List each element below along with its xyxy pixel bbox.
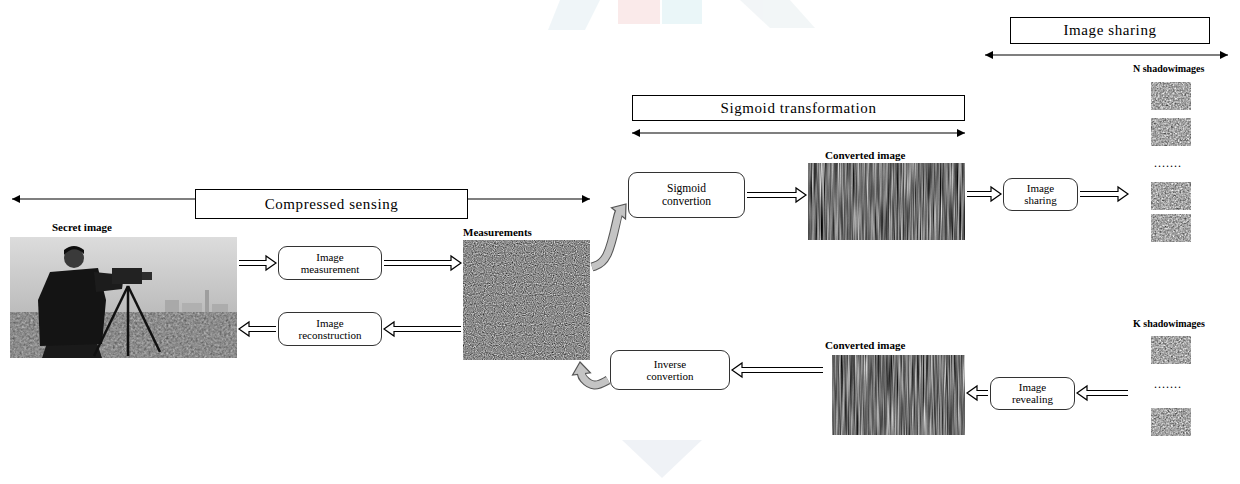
- label-anchor: .......: [1154, 377, 1182, 392]
- arrow-body: [1080, 192, 1120, 196]
- flow-arrow: [967, 187, 1001, 201]
- process-label: Image sharing: [1016, 182, 1066, 206]
- flow-arrow: [573, 362, 608, 385]
- flow-arrow: [592, 204, 626, 267]
- flow-arrow: [1077, 386, 1128, 400]
- photo-tripod-leg: [94, 286, 128, 356]
- shadow-square: [1151, 182, 1191, 210]
- ellipsis-label: .......: [1154, 156, 1182, 171]
- image-caption: K shadowimages: [1133, 318, 1225, 330]
- process-box: Image revealing: [990, 377, 1075, 410]
- measurement-image: Measurements: [463, 226, 590, 360]
- image-caption: Secret image: [52, 221, 237, 234]
- arrow-body: [592, 212, 619, 267]
- photo-tower: [205, 290, 209, 313]
- shadow-image-group: N shadowimages: [1130, 63, 1225, 243]
- flow-arrow: [732, 363, 823, 377]
- process-label: Image revealing: [1005, 381, 1061, 405]
- process-label: Image reconstruction: [293, 317, 367, 341]
- photo-building: [212, 304, 228, 313]
- section-title: Compressed sensing: [265, 196, 399, 213]
- section-header: Sigmoid transformation: [632, 95, 965, 121]
- shadow-square: [1151, 336, 1191, 364]
- process-box: Image sharing: [1003, 178, 1078, 211]
- process-box: Image reconstruction: [278, 312, 382, 346]
- process-label: Sigmoid convertion: [654, 182, 720, 207]
- watermark-shape: [740, 0, 815, 28]
- section-title: Image sharing: [1063, 22, 1156, 39]
- process-box: Image measurement: [278, 246, 382, 280]
- flow-arrow: [384, 322, 461, 336]
- arrow-body: [581, 372, 608, 385]
- watermark-shape: [548, 0, 600, 30]
- arrow-body: [393, 327, 462, 331]
- shadow-square: [1151, 118, 1191, 146]
- span-arrow: [985, 54, 1228, 55]
- shadow-square: [1151, 214, 1191, 242]
- process-box: Inverse convertion: [610, 350, 730, 390]
- label-anchor: .......: [1154, 156, 1182, 171]
- arrow-body: [976, 391, 989, 395]
- converted-noise: [808, 163, 965, 240]
- converted-image: Converted image: [825, 339, 965, 435]
- image-caption: Converted image: [825, 339, 965, 352]
- cameraman-photo: [10, 237, 237, 358]
- photo-camera: [112, 268, 142, 284]
- watermark-shape: [662, 0, 702, 24]
- flow-arrow: [1080, 187, 1128, 201]
- image-caption: Measurements: [463, 226, 590, 239]
- photo-tripod-leg: [128, 286, 160, 352]
- flow-arrow: [967, 386, 988, 400]
- arrow-body: [967, 192, 993, 196]
- shadow-square: [1151, 408, 1191, 436]
- process-label: Inverse convertion: [638, 358, 702, 382]
- image-caption: N shadowimages: [1133, 63, 1225, 75]
- watermark-shape: [618, 0, 660, 24]
- flow-arrow: [747, 188, 806, 202]
- photo-hair: [64, 246, 84, 255]
- process-box: Sigmoid convertion: [628, 172, 745, 218]
- arrow-body: [741, 368, 824, 372]
- span-arrow: [632, 132, 965, 133]
- process-label: Image measurement: [295, 251, 365, 275]
- shadow-squares: [1151, 82, 1191, 436]
- converted-image: Converted image: [808, 149, 965, 240]
- arrow-body: [747, 193, 798, 197]
- measurement-noise: [463, 240, 590, 360]
- arrow-body: [239, 261, 268, 265]
- converted-noise: [832, 355, 965, 435]
- section-title: Sigmoid transformation: [720, 100, 876, 117]
- secret-image: Secret image: [10, 221, 237, 358]
- arrow-body: [384, 261, 453, 265]
- photo-building: [165, 300, 179, 313]
- image-caption: Converted image: [825, 149, 965, 162]
- watermark-chevron: [622, 440, 702, 478]
- photo-lens: [142, 272, 152, 280]
- photo-tripod-leg: [127, 286, 130, 356]
- arrow-body: [248, 327, 277, 331]
- photo-building: [182, 303, 202, 313]
- flow-arrow: [384, 256, 461, 270]
- flow-arrow: [239, 256, 276, 270]
- shadow-square: [1151, 82, 1191, 110]
- arrow-body: [1086, 391, 1129, 395]
- watermark: [548, 0, 815, 478]
- flow-arrow: [239, 322, 276, 336]
- section-header: Compressed sensing: [195, 189, 468, 219]
- ellipsis-label: .......: [1154, 377, 1182, 392]
- section-header: Image sharing: [1010, 17, 1210, 44]
